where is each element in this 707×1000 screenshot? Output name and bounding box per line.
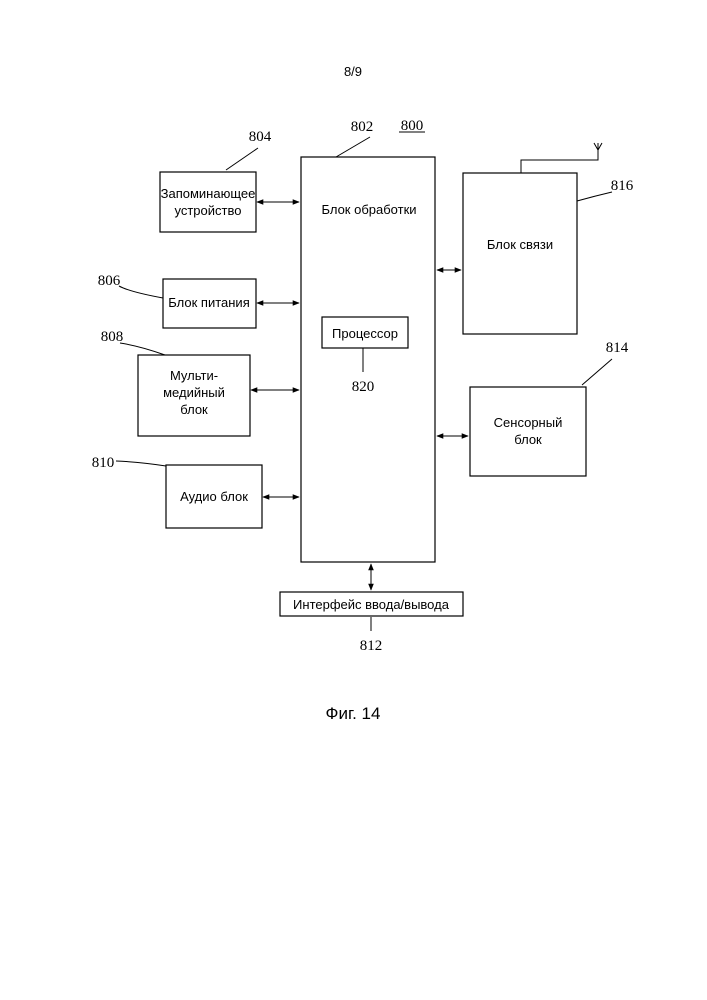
memory-leader — [226, 148, 258, 170]
communication-leader — [577, 192, 612, 201]
memory-ref: 804 — [249, 129, 272, 145]
audio-leader — [116, 461, 166, 466]
memory-label-line-2: устройство — [175, 203, 242, 218]
audio-label: Аудио блок — [180, 489, 248, 504]
communication-block — [463, 173, 577, 334]
antenna-feed-line — [521, 150, 598, 173]
processing-block-ref: 802 — [351, 119, 374, 135]
power-leader — [119, 286, 163, 298]
io-interface-label: Интерфейс ввода/вывода — [293, 597, 450, 612]
figure-caption: Фиг. 14 — [326, 704, 381, 723]
processing-block-leader — [336, 137, 370, 157]
multimedia-label-line-3: блок — [180, 402, 208, 417]
sensor-label-line-1: Сенсорный — [494, 415, 563, 430]
processor-label: Процессор — [332, 326, 398, 341]
sensor-leader — [582, 359, 612, 385]
processor-ref: 820 — [352, 379, 375, 395]
processing-block-label: Блок обработки — [321, 202, 416, 217]
io-interface-ref: 812 — [360, 638, 383, 654]
sensor-ref: 814 — [606, 340, 629, 356]
multimedia-ref: 808 — [101, 329, 124, 345]
power-ref: 806 — [98, 273, 121, 289]
antenna-icon — [594, 143, 602, 150]
communication-ref: 816 — [611, 178, 634, 194]
multimedia-leader — [120, 343, 165, 355]
communication-label: Блок связи — [487, 237, 553, 252]
multimedia-label-line-2: медийный — [163, 385, 225, 400]
multimedia-label-line-1: Мульти- — [170, 368, 218, 383]
audio-ref: 810 — [92, 455, 115, 471]
memory-block — [160, 172, 256, 232]
memory-label-line-1: Запоминающее — [161, 186, 256, 201]
sensor-label-line-2: блок — [514, 432, 542, 447]
processing-block — [301, 157, 435, 562]
power-label: Блок питания — [168, 295, 249, 310]
page-number: 8/9 — [344, 64, 362, 79]
